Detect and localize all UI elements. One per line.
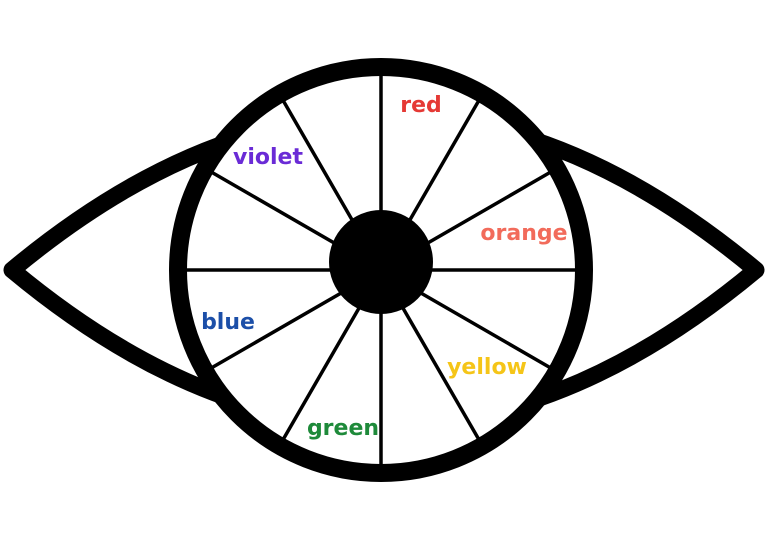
label-violet: violet <box>233 145 303 170</box>
label-blue: blue <box>201 310 255 335</box>
label-red: red <box>400 93 442 118</box>
label-yellow: yellow <box>447 355 527 380</box>
label-orange: orange <box>480 221 567 246</box>
pupil <box>329 210 433 314</box>
label-green: green <box>307 416 379 441</box>
